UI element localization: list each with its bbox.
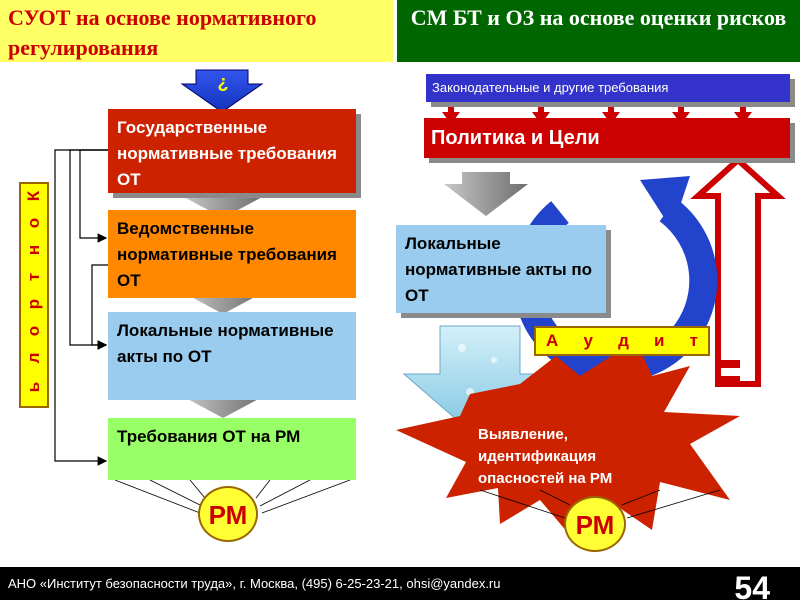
left-panel-title-text: СУОТ на основе нормативного регулировани… [8,5,317,60]
control-lines [54,149,108,466]
box-agency-requirements-text: Ведомственные нормативные требования ОТ [117,219,337,290]
page-number: 54 [734,570,770,606]
audit-letter: у [583,331,593,350]
audit-bar: А у д и т [534,326,710,356]
left-panel-title: СУОТ на основе нормативного регулировани… [0,0,393,62]
question-arrow-icon [180,69,264,113]
control-letter: о [24,217,43,229]
audit-letter: т [689,331,698,350]
box-agency-requirements: Ведомственные нормативные требования ОТ [108,210,356,298]
policy-bar-text: Политика и Цели [431,127,600,149]
control-letter: ь [24,381,43,393]
rm-right-circle: РМ [564,496,626,552]
footer-bar: АНО «Институт безопасности труда», г. Мо… [0,567,800,600]
question-mark: ? [217,74,229,94]
box-local-acts-text: Локальные нормативные акты по ОТ [117,321,334,366]
hazard-burst-shape [396,340,740,540]
requirements-bar-text: Законодательные и другие требования [432,80,669,95]
rm-converging-lines [114,479,351,514]
footer-text: АНО «Институт безопасности труда», г. Мо… [8,576,501,591]
rm-converging-lines-right [479,489,721,519]
hazard-identification-text: Выявление, идентификация опасностей на Р… [478,424,668,490]
audit-letter: д [618,331,629,350]
policy-bar: Политика и Цели [424,118,790,158]
box-workplace-requirements: Требования ОТ на РМ [108,418,356,480]
box-local-acts-right-text: Локальные нормативные акты по ОТ [405,234,592,305]
control-label: К о н т р о л ь [19,182,49,408]
audit-letter: и [654,331,665,350]
box-workplace-requirements-text: Требования ОТ на РМ [117,427,301,446]
control-letter: р [24,298,43,310]
box-local-acts-right: Локальные нормативные акты по ОТ [396,225,606,313]
control-letter: К [24,190,43,202]
gray-down-arrow-icon [182,188,264,218]
control-letter: л [24,352,43,364]
rm-left-circle: РМ [198,486,258,542]
right-panel-title-text: СМ БТ и ОЗ на основе оценки рисков [410,5,787,30]
control-letter: о [24,325,43,337]
gray-down-arrow-icon [444,172,528,216]
audit-letter: А [546,331,559,350]
box-local-acts: Локальные нормативные акты по ОТ [108,312,356,400]
box-state-requirements-text: Государственные нормативные требования О… [117,118,337,189]
rm-right-label: РМ [575,510,615,540]
requirement-arrows [442,103,752,124]
requirements-bar: Законодательные и другие требования [426,74,790,102]
red-up-arrow-icon [690,155,786,387]
control-letter: н [24,244,43,256]
control-letter: т [24,272,43,282]
right-panel-title: СМ БТ и ОЗ на основе оценки рисков [397,0,800,62]
box-state-requirements: Государственные нормативные требования О… [108,109,356,193]
rm-left-label: РМ [208,500,248,530]
hazard-identification-label: Выявление, идентификация опасностей на Р… [478,426,613,487]
